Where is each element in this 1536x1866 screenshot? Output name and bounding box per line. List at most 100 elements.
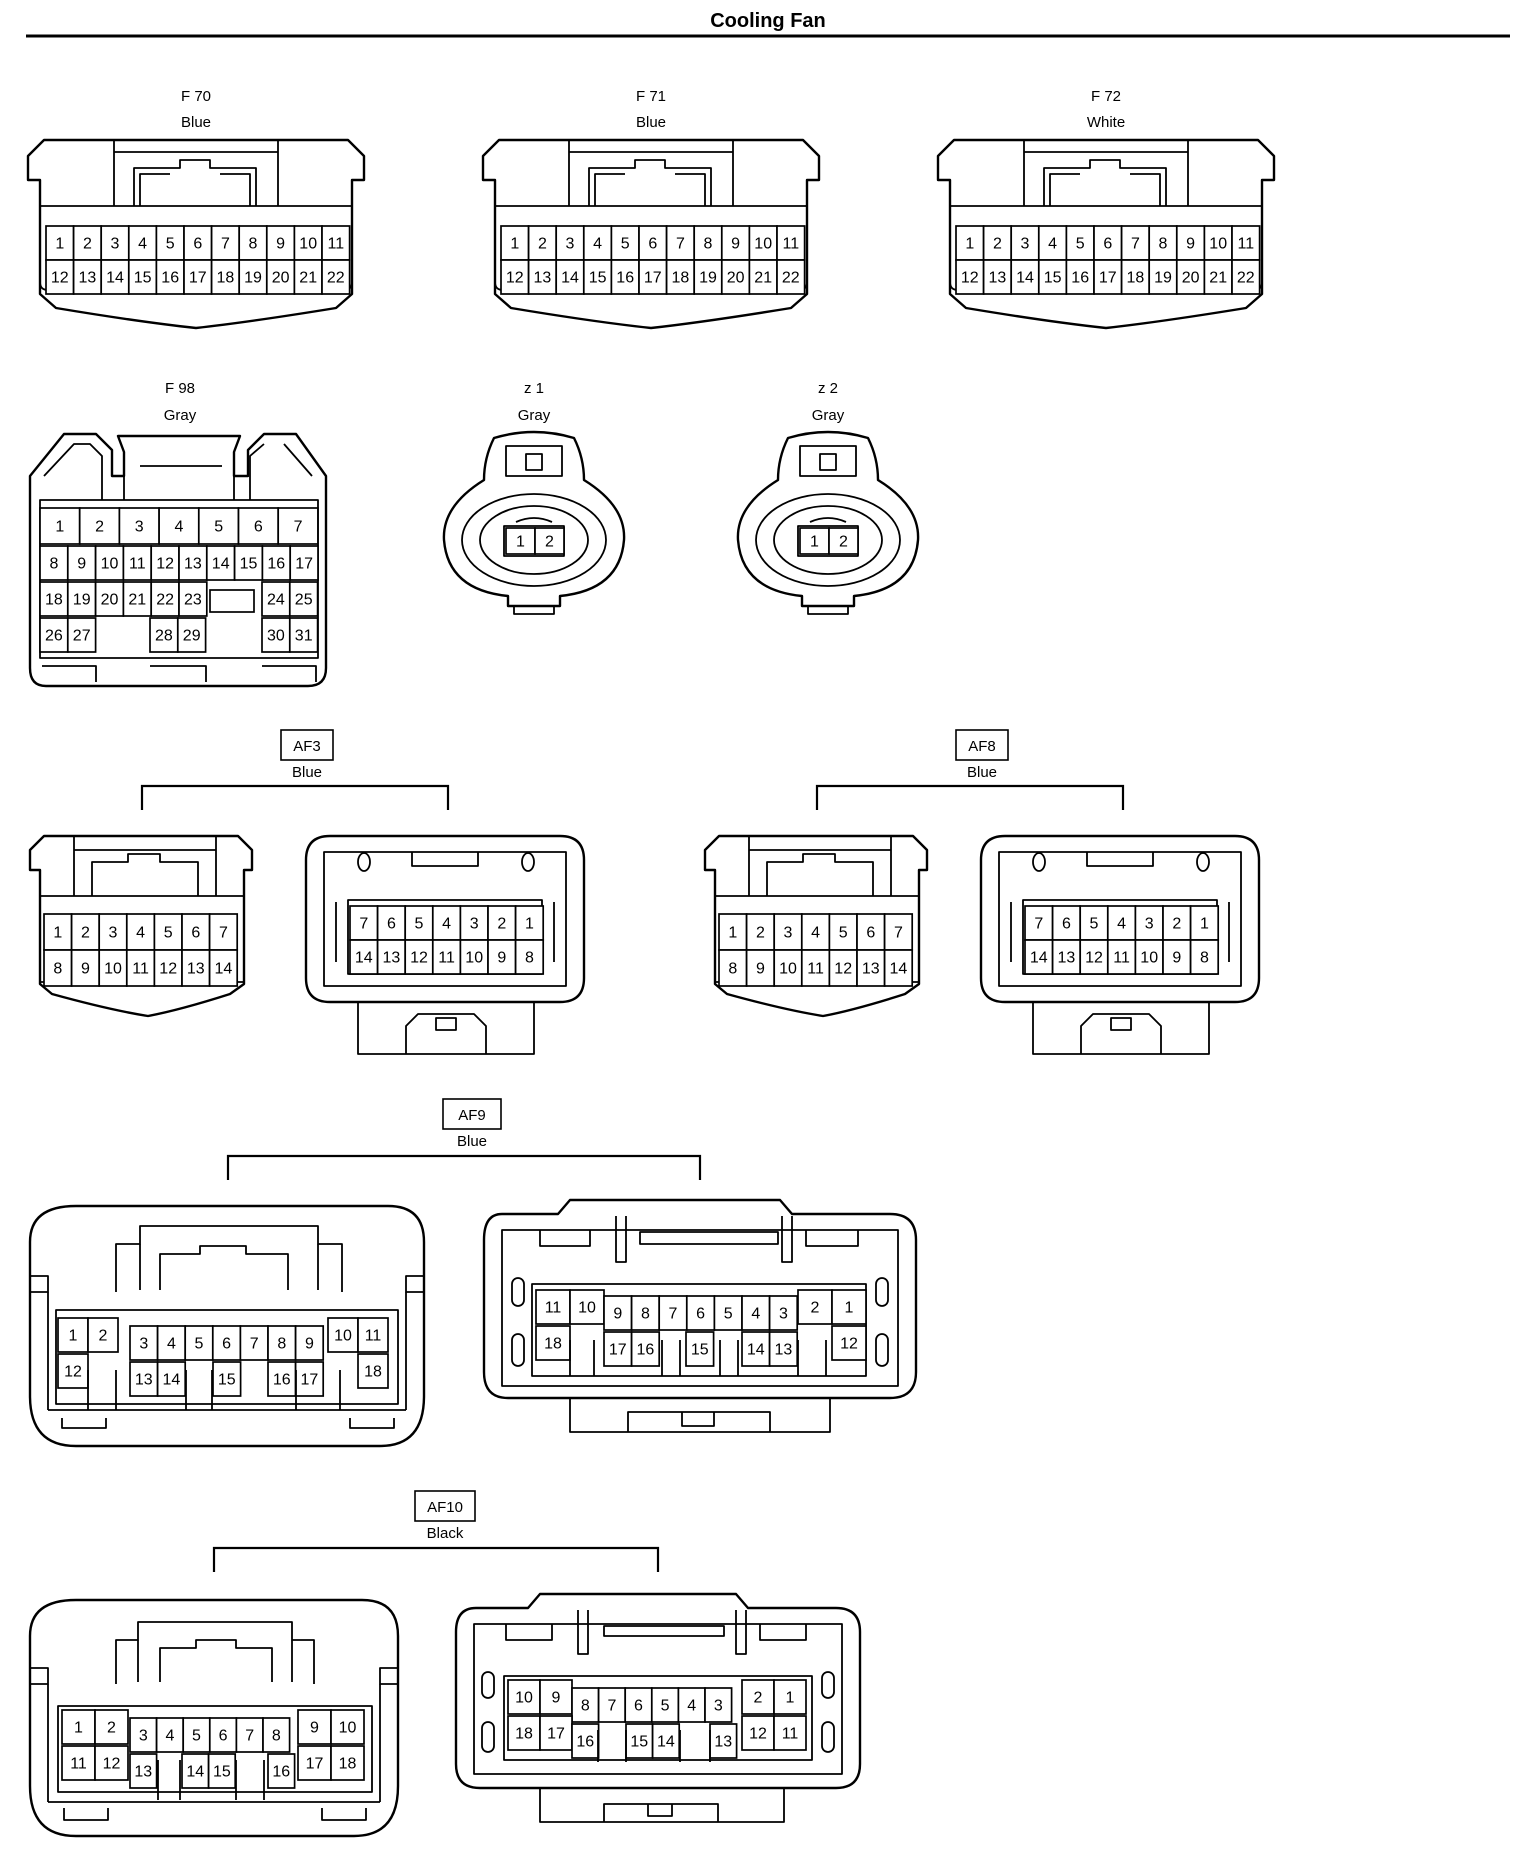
pin-18-label: 18 bbox=[339, 1756, 357, 1773]
pin-10: 10 bbox=[94, 545, 125, 581]
pin-17-label: 17 bbox=[301, 1372, 319, 1389]
lock-window bbox=[435, 1017, 457, 1031]
junction-af3-code-box bbox=[280, 729, 334, 761]
lock-tab bbox=[1080, 1013, 1162, 1054]
pin-7: 7 bbox=[210, 225, 241, 261]
pin-12-label: 12 bbox=[159, 961, 177, 978]
pin-1: 1 bbox=[505, 527, 536, 555]
pin-23-cell bbox=[178, 581, 208, 617]
pin-6-label: 6 bbox=[634, 1698, 643, 1715]
pin-4-label: 4 bbox=[1048, 236, 1057, 253]
pin-1-label: 1 bbox=[1200, 916, 1209, 933]
foot-slots bbox=[42, 665, 317, 682]
pin-18-cell bbox=[357, 1353, 389, 1389]
connector-z2-color: Gray bbox=[812, 407, 845, 424]
pin-5: 5 bbox=[1079, 905, 1109, 941]
pin-4: 4 bbox=[155, 1717, 185, 1753]
pin-2-label: 2 bbox=[83, 236, 92, 253]
pin-24: 24 bbox=[261, 581, 291, 617]
pin-12: 12 bbox=[57, 1353, 89, 1389]
pin-3-cell bbox=[100, 225, 130, 261]
pin-11-label: 11 bbox=[782, 236, 799, 253]
pin-7-cell bbox=[208, 913, 239, 951]
pin-18: 18 bbox=[330, 1745, 365, 1781]
pin-9-cell bbox=[603, 1295, 633, 1331]
pin-7: 7 bbox=[883, 913, 914, 951]
pin-14: 14 bbox=[555, 259, 585, 295]
pin-5: 5 bbox=[1065, 225, 1095, 261]
pin-12: 12 bbox=[45, 259, 75, 295]
pin-16-label: 16 bbox=[272, 1764, 290, 1781]
pin-14: 14 bbox=[100, 259, 130, 295]
pin-7-label: 7 bbox=[607, 1698, 616, 1715]
pin-2-cell bbox=[70, 913, 101, 951]
pin-10: 10 bbox=[569, 1289, 605, 1325]
pin-12-label: 12 bbox=[64, 1364, 82, 1381]
pin-4-label: 4 bbox=[751, 1306, 760, 1323]
inner-ring bbox=[479, 505, 589, 575]
pin-11: 11 bbox=[321, 225, 351, 261]
pin-18-label: 18 bbox=[515, 1726, 533, 1743]
pin-11: 11 bbox=[773, 1715, 807, 1751]
pin-17-cell bbox=[539, 1715, 573, 1751]
pin-8: 8 bbox=[262, 1717, 291, 1753]
pin-5-label: 5 bbox=[724, 1306, 733, 1323]
feet bbox=[48, 1409, 406, 1429]
pin-22-cell bbox=[1231, 259, 1261, 295]
pin-22: 22 bbox=[1231, 259, 1261, 295]
pin-8-label: 8 bbox=[641, 1306, 650, 1323]
pin-14: 14 bbox=[1024, 939, 1054, 975]
lock-housing bbox=[569, 1398, 831, 1433]
pin-6-label: 6 bbox=[193, 236, 202, 253]
pin-9-label: 9 bbox=[1186, 236, 1195, 253]
pin-4: 4 bbox=[677, 1687, 706, 1723]
pin-2: 2 bbox=[78, 507, 121, 545]
pin-7: 7 bbox=[235, 1717, 264, 1753]
pin-1: 1 bbox=[514, 905, 545, 941]
pin-6: 6 bbox=[856, 913, 886, 951]
pin-6: 6 bbox=[638, 225, 668, 261]
pin-10-cell bbox=[1134, 939, 1164, 975]
pin-1-cell bbox=[799, 527, 830, 555]
pin-17: 17 bbox=[289, 545, 319, 581]
pin-3: 3 bbox=[118, 507, 160, 545]
latch bbox=[159, 1639, 273, 1682]
pin-18-label: 18 bbox=[544, 1336, 562, 1353]
pin-2: 2 bbox=[487, 905, 517, 941]
pin-16: 16 bbox=[1065, 259, 1095, 295]
pin-12-label: 12 bbox=[156, 556, 174, 573]
pin-12: 12 bbox=[828, 949, 858, 987]
pin-14-label: 14 bbox=[747, 1342, 765, 1359]
housing-outline bbox=[28, 432, 328, 688]
pin-14-cell bbox=[883, 949, 914, 987]
pin-11: 11 bbox=[122, 545, 153, 581]
pin-6-label: 6 bbox=[648, 236, 657, 253]
pin-7: 7 bbox=[665, 225, 696, 261]
pin-9-label: 9 bbox=[276, 236, 285, 253]
pin-29-cell bbox=[176, 617, 207, 653]
pin-1: 1 bbox=[718, 913, 748, 951]
pin-8: 8 bbox=[630, 1295, 661, 1331]
pin-9: 9 bbox=[539, 1679, 573, 1715]
pin-8-label: 8 bbox=[53, 961, 62, 978]
inner-walls bbox=[47, 1684, 381, 1802]
pin-17-label: 17 bbox=[189, 270, 207, 287]
pin-1-cell bbox=[61, 1709, 96, 1745]
pin-9: 9 bbox=[297, 1709, 332, 1745]
latch bbox=[159, 1245, 289, 1290]
center-latch bbox=[123, 465, 235, 500]
pin-18-label: 18 bbox=[672, 270, 690, 287]
junction-af10-code-box bbox=[414, 1490, 476, 1522]
pin-7-label: 7 bbox=[219, 925, 228, 942]
pin-13-label: 13 bbox=[135, 1372, 153, 1389]
pin-5-label: 5 bbox=[166, 236, 175, 253]
pin-3-label: 3 bbox=[779, 1306, 788, 1323]
side-ribs bbox=[1010, 902, 1230, 962]
